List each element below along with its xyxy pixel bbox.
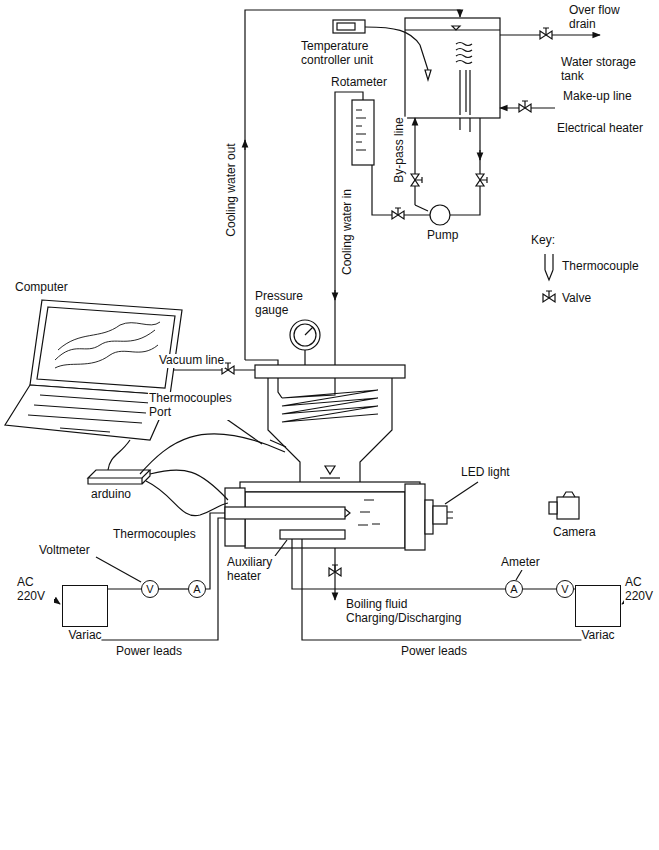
meter-circle: A	[505, 580, 523, 598]
part-label: AC 220V	[16, 576, 54, 604]
meter-circle: V	[141, 580, 159, 598]
variac-label: Variac	[68, 628, 101, 642]
wire	[108, 588, 141, 589]
legend-item: Thermocouple	[562, 259, 639, 273]
part-label: Boiling fluid Charging/Discharging	[345, 598, 462, 626]
part-label: Pressure gauge	[254, 290, 316, 318]
wire	[159, 588, 188, 589]
part-label: Key:	[530, 234, 556, 248]
part-label: Rotameter	[330, 76, 388, 90]
part-label: Camera	[552, 526, 597, 540]
part-label: Pump	[426, 229, 459, 243]
part-label: Power leads	[115, 645, 183, 659]
part-label: Thermocouples Port	[148, 392, 240, 420]
part-label: Auxiliary heater	[226, 556, 286, 584]
legend-text: Thermocouple	[562, 259, 639, 273]
part-label: Water storage tank	[560, 56, 642, 84]
part-label: AC 220V	[624, 576, 659, 604]
part-label: Over flow drain	[568, 4, 640, 32]
variac-label: Variac	[581, 628, 614, 642]
pipe-label: By-pass line	[393, 116, 407, 183]
part-label: Vacuum line	[158, 354, 225, 368]
meter-letter: V	[146, 583, 153, 595]
meter-letter: V	[561, 583, 568, 595]
part-label: Ameter	[500, 556, 541, 570]
pipe-label: Cooling water out	[225, 142, 239, 237]
part-label: Electrical heater	[556, 122, 644, 136]
legend-item: Valve	[562, 291, 591, 305]
meter-circle: A	[188, 580, 206, 598]
part-label: Computer	[14, 281, 69, 295]
variac-box: Variac	[62, 585, 108, 627]
part-label: Voltmeter	[38, 544, 91, 558]
part-label: arduino	[90, 488, 132, 502]
legend-text: Valve	[562, 291, 591, 305]
part-label: Thermocouples	[112, 528, 197, 542]
wire	[523, 588, 556, 589]
meter-circle: V	[556, 580, 574, 598]
part-label: LED light	[460, 466, 511, 480]
pipe-label: Cooling water in	[341, 188, 355, 276]
part-label: Temperature controller unit	[300, 40, 402, 68]
part-label: Power leads	[400, 645, 468, 659]
meter-letter: A	[193, 583, 200, 595]
meter-letter: A	[510, 583, 517, 595]
variac-box: Variac	[575, 585, 621, 627]
part-label: Make-up line	[562, 90, 633, 104]
